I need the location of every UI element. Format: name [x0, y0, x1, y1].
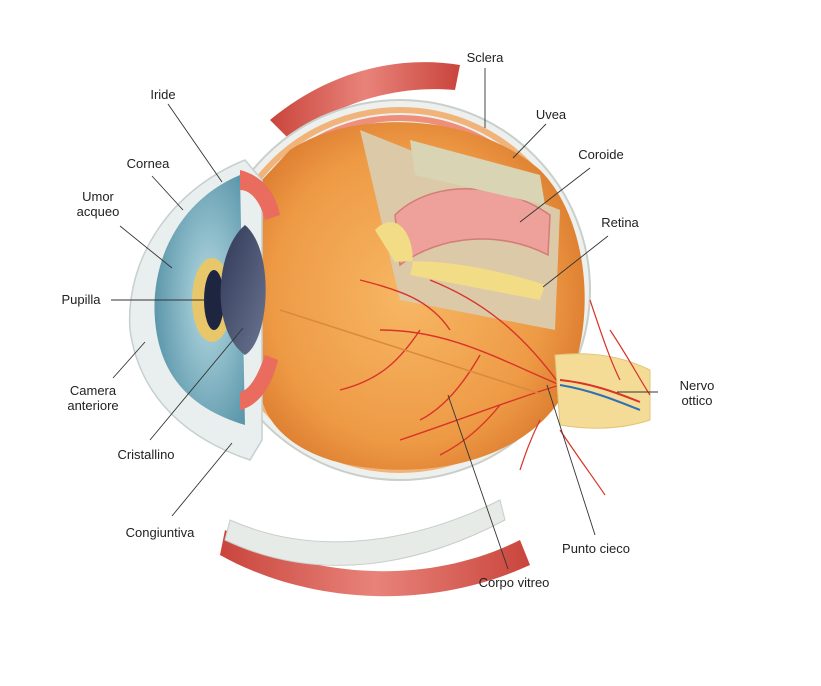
label-corpo-vitreo: Corpo vitreo	[479, 575, 550, 590]
label-sclera: Sclera	[467, 50, 505, 65]
label-camera-anteriore-2: anteriore	[67, 398, 118, 413]
optic-nerve	[554, 353, 651, 429]
vitreous-cut-line	[279, 309, 561, 401]
label-nervo-ottico-2: ottico	[681, 393, 712, 408]
label-retina: Retina	[601, 215, 639, 230]
ciliary-upper	[240, 170, 280, 220]
lens-shape	[220, 225, 266, 355]
label-camera-anteriore-1: Camera	[70, 383, 117, 398]
label-cristallino: Cristallino	[117, 447, 174, 462]
central-vessel-red	[559, 379, 641, 403]
label-congiuntiva: Congiuntiva	[126, 525, 195, 540]
retinal-vessels	[339, 279, 561, 456]
leader-lines	[111, 68, 658, 570]
label-coroide: Coroide	[578, 147, 624, 162]
choroid-flap	[375, 222, 545, 300]
label-punto-cieco: Punto cieco	[562, 541, 630, 556]
inferior-tendon	[224, 499, 506, 566]
label-uvea: Uvea	[536, 107, 567, 122]
label-pupilla: Pupilla	[61, 292, 101, 307]
label-nervo-ottico-1: Nervo	[680, 378, 715, 393]
label-iride: Iride	[150, 87, 175, 102]
label-cornea: Cornea	[127, 156, 170, 171]
inferior-muscle	[220, 530, 530, 597]
pupil-shape	[204, 270, 224, 330]
ciliary-lower	[240, 355, 278, 410]
central-vessel-blue	[559, 384, 641, 411]
inner-wall	[410, 140, 545, 205]
nerve-vessels	[519, 299, 651, 496]
retina-flap	[394, 188, 551, 267]
label-umor-acqueo-1: Umor	[82, 189, 114, 204]
label-umor-acqueo-2: acqueo	[77, 204, 120, 219]
